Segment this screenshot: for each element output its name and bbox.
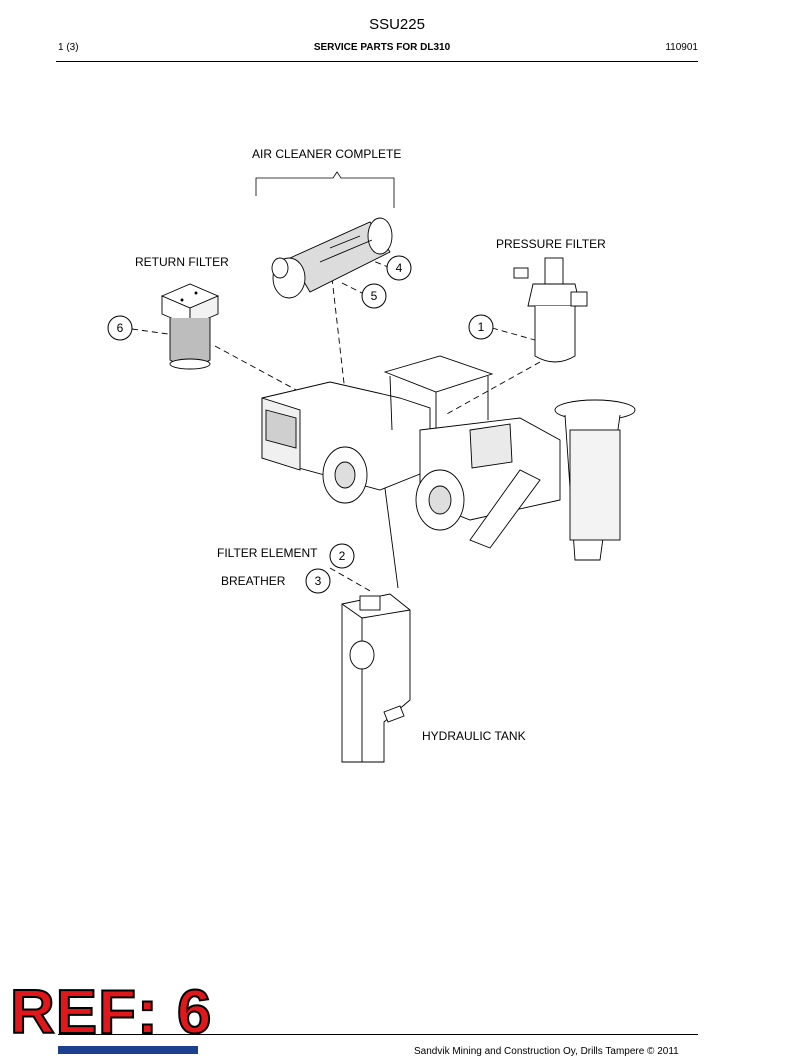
page-number: 1 (3) (58, 42, 79, 53)
label-hydraulic-tank: HYDRAULIC TANK (422, 729, 526, 743)
label-breather: BREATHER (221, 574, 286, 588)
svg-text:3: 3 (315, 574, 322, 588)
svg-text:5: 5 (371, 289, 378, 303)
pressure-filter-drawing (513, 257, 588, 363)
svg-text:4: 4 (396, 261, 403, 275)
label-return-filter: RETURN FILTER (135, 255, 229, 269)
label-pressure-filter: PRESSURE FILTER (496, 237, 606, 251)
document-date: 110901 (665, 42, 698, 53)
air-cleaner-bracket (255, 171, 395, 208)
return-filter-drawing (160, 283, 220, 370)
callout-1: 1 (468, 314, 494, 340)
header-rule (56, 61, 698, 62)
footer-copyright: Sandvik Mining and Construction Oy, Dril… (414, 1046, 679, 1057)
air-cleaner-drawing (271, 217, 393, 299)
label-air-cleaner-complete: AIR CLEANER COMPLETE (252, 147, 402, 161)
svg-text:2: 2 (339, 549, 346, 563)
callout-5: 5 (361, 283, 387, 309)
svg-text:6: 6 (117, 321, 124, 335)
svg-text:1: 1 (478, 320, 485, 334)
sandvik-logo (58, 1046, 198, 1054)
footer-rule (58, 1034, 698, 1035)
callout-3: 3 (305, 568, 331, 594)
label-filter-element: FILTER ELEMENT (217, 546, 318, 560)
leader-lines (131, 257, 541, 593)
document-title: SERVICE PARTS FOR DL310 (313, 42, 451, 53)
callout-6: 6 (107, 315, 133, 341)
hydraulic-tank-drawing (341, 593, 411, 763)
callout-4: 4 (386, 255, 412, 281)
ref-stamp: REF: 6 (9, 978, 213, 1047)
drill-rig-drawing (261, 355, 636, 561)
callout-2: 2 (329, 543, 355, 569)
document-code: SSU225 (369, 16, 425, 33)
